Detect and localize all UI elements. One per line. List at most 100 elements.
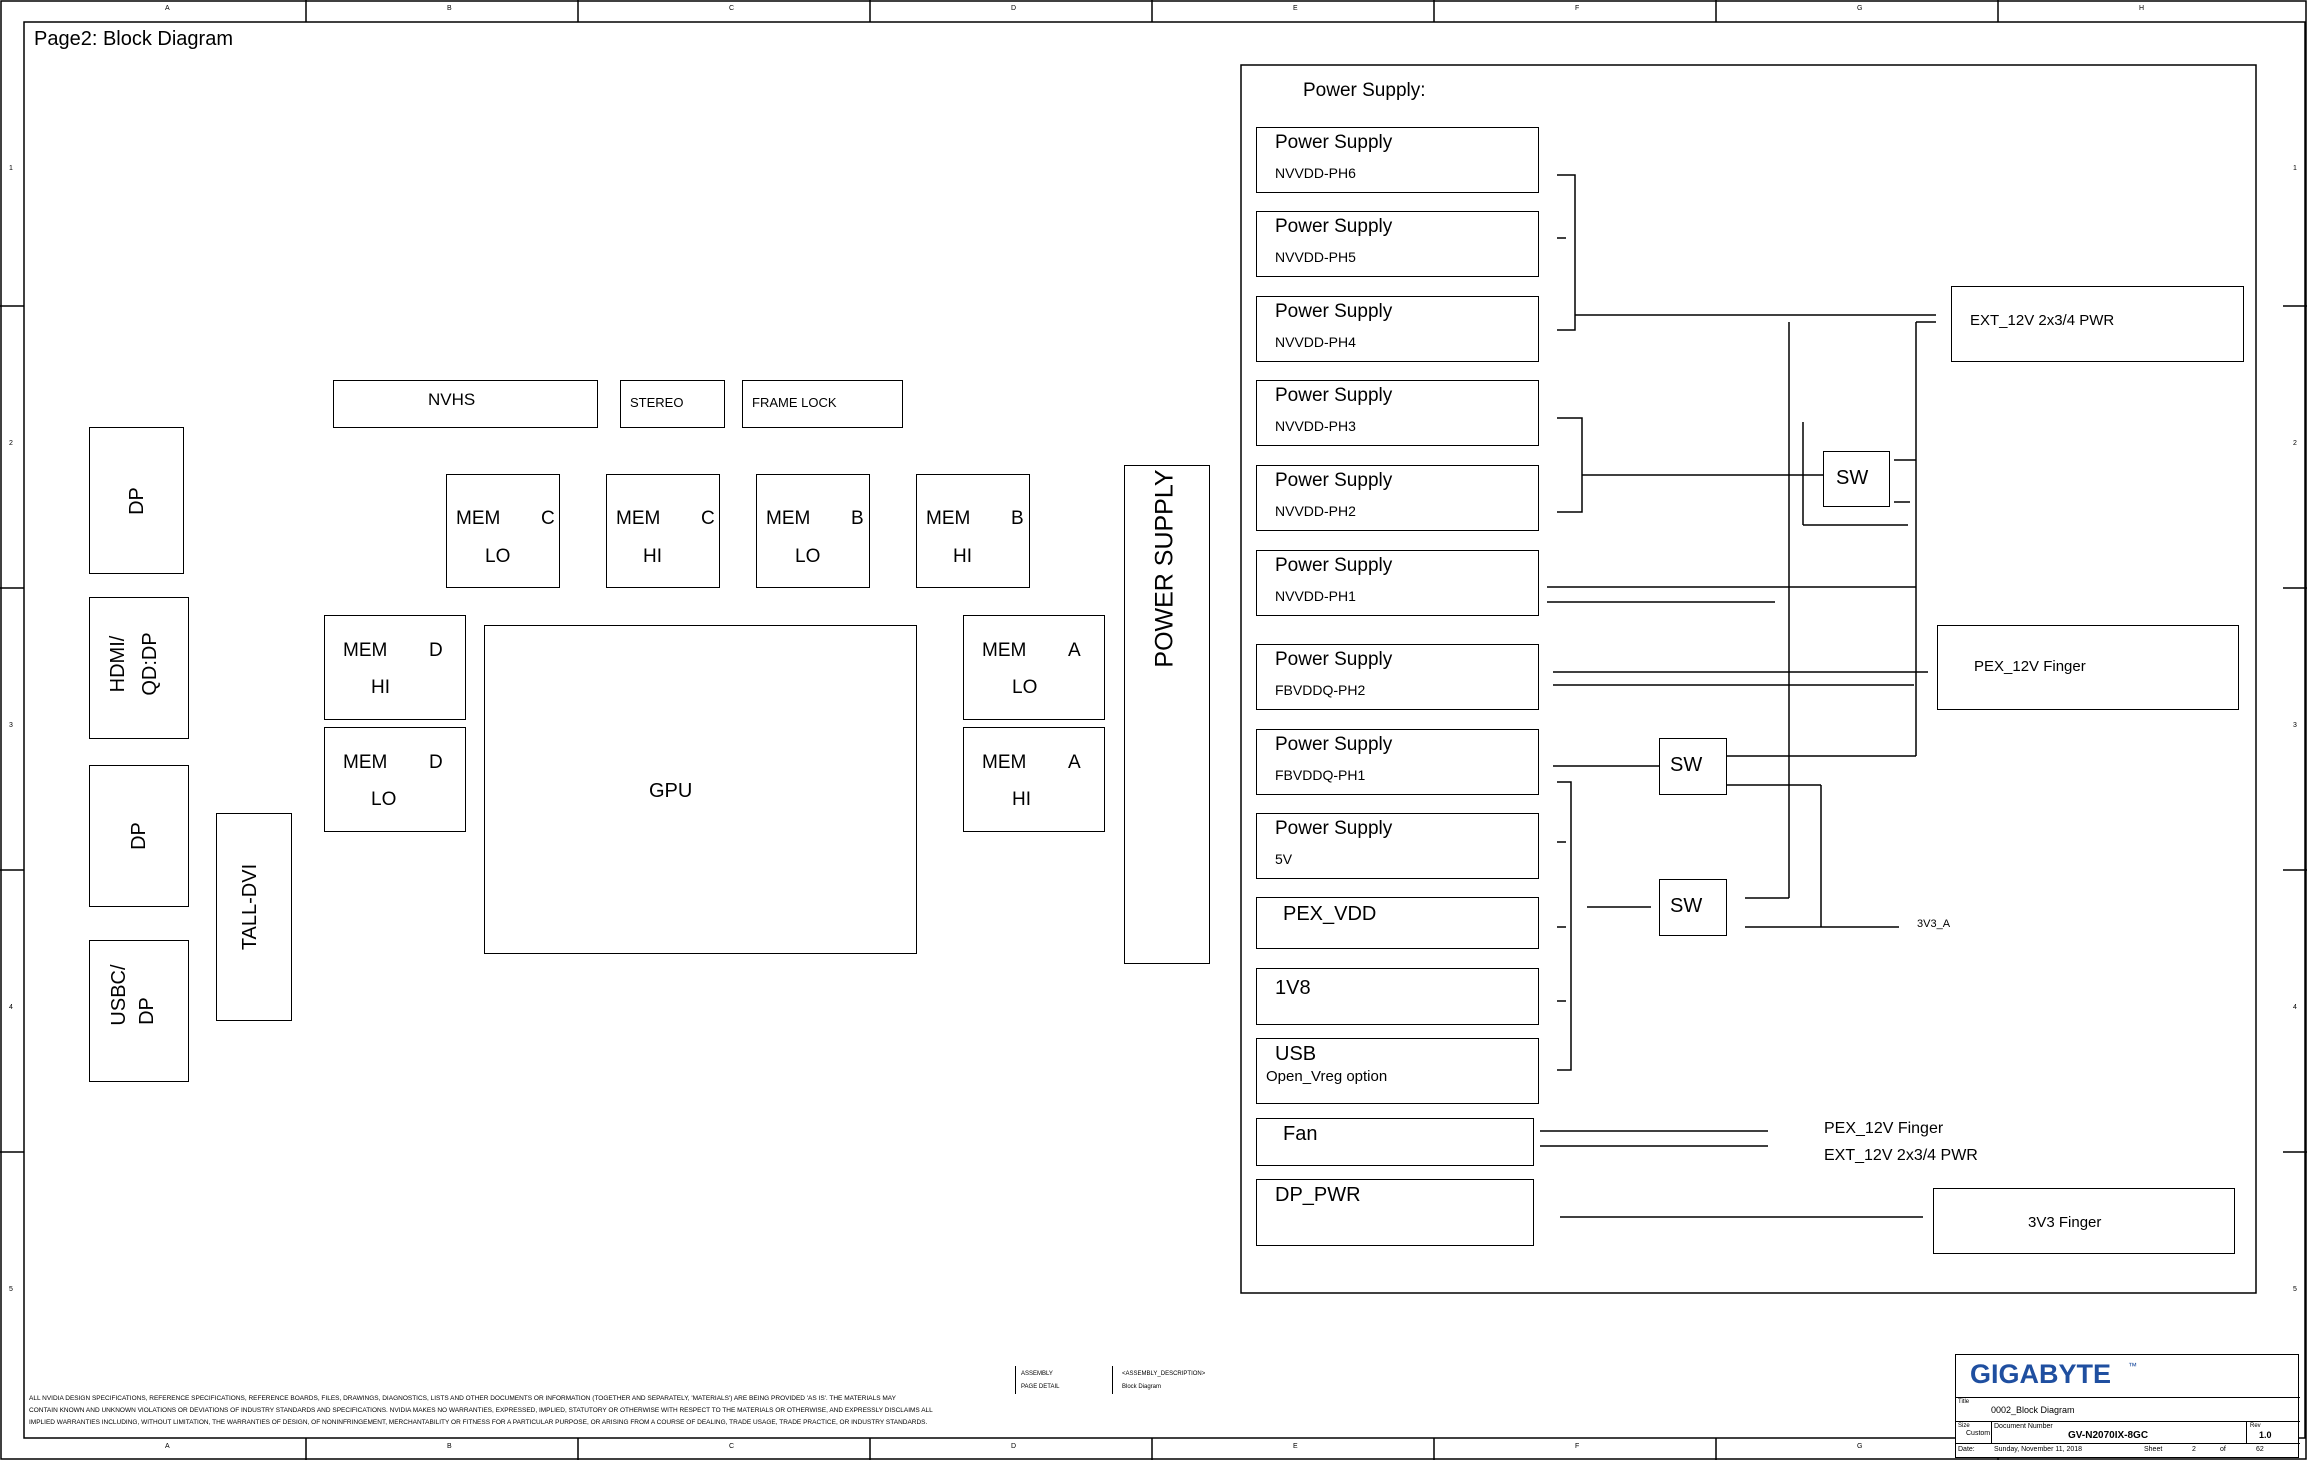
mem-part: HI	[643, 546, 662, 567]
row-label-5-left: 5	[9, 1286, 13, 1293]
date-value: Sunday, November 11, 2018	[1994, 1446, 2083, 1453]
assembly-label: ASSEMBLY	[1021, 1371, 1053, 1377]
connector-label-line1: USBC/	[108, 964, 130, 1026]
v3v3-finger-label: 3V3 Finger	[2028, 1214, 2102, 1231]
size-label: Size	[1958, 1423, 1970, 1429]
gigabyte-logo-tm: ™	[2128, 1361, 2137, 1371]
mem-label: MEM	[343, 640, 388, 661]
title-label: Title	[1958, 1399, 1970, 1405]
mem-label: MEM	[766, 508, 811, 529]
mem-b-hi-block: MEM B HI	[916, 474, 1030, 588]
title-block-rule-1	[1956, 1397, 2300, 1398]
ps-sub: FBVDDQ-PH1	[1275, 767, 1366, 783]
rev-value: 1.0	[2259, 1430, 2272, 1440]
title-block: GIGABYTE ™ Title 0002_Block Diagram Size…	[1955, 1354, 2300, 1458]
connector-label: DP	[126, 487, 148, 515]
gpu-block: GPU	[484, 625, 917, 954]
tall-dvi-connector: TALL-DVI	[216, 813, 292, 1021]
col-label-h-top: H	[2139, 5, 2145, 12]
mem-part: LO	[795, 546, 821, 567]
sw-block-2: SW	[1659, 738, 1727, 795]
ps-nvvdd-ph3: Power Supply NVVDD-PH3	[1256, 380, 1539, 446]
col-label-f-top: F	[1575, 5, 1580, 12]
ext-12v-label: EXT_12V 2x3/4 PWR	[1970, 312, 2115, 329]
col-label-c-bottom: C	[729, 1443, 735, 1450]
mem-label: MEM	[616, 508, 661, 529]
ps-5v: Power Supply 5V	[1256, 813, 1539, 879]
col-label-e-top: E	[1293, 5, 1298, 12]
mem-label: MEM	[456, 508, 501, 529]
mem-part: LO	[371, 789, 397, 810]
row-label-3-right: 3	[2293, 722, 2297, 729]
ps-sub: NVVDD-PH4	[1275, 334, 1356, 350]
mem-channel: C	[701, 508, 715, 529]
sw-label: SW	[1670, 895, 1703, 917]
rev-label: Rev	[2250, 1423, 2261, 1429]
frame-lock-label: FRAME LOCK	[752, 395, 837, 410]
col-label-a-top: A	[165, 5, 170, 12]
fan-label: Fan	[1283, 1123, 1318, 1145]
v1v8-block: 1V8	[1256, 968, 1539, 1025]
ps-nvvdd-ph5: Power Supply NVVDD-PH5	[1256, 211, 1539, 277]
mem-label: MEM	[926, 508, 971, 529]
mem-part: LO	[1012, 677, 1038, 698]
mem-a-lo-block: MEM A LO	[963, 615, 1105, 720]
gpu-label: GPU	[649, 780, 693, 802]
ps-nvvdd-ph4: Power Supply NVVDD-PH4	[1256, 296, 1539, 362]
mem-d-hi-block: MEM D HI	[324, 615, 466, 720]
ps-name: Power Supply	[1275, 132, 1393, 153]
mem-part: HI	[953, 546, 972, 567]
nvhs-block: NVHS	[333, 380, 598, 428]
row-label-4-right: 4	[2293, 1004, 2297, 1011]
row-label-2-right: 2	[2293, 440, 2297, 447]
sw-label: SW	[1670, 754, 1703, 776]
nvhs-label: NVHS	[428, 390, 476, 409]
power-panel-frame	[1240, 64, 2257, 1294]
sw-label: SW	[1836, 467, 1869, 489]
sheet-value: 2	[2192, 1446, 2196, 1453]
row-label-1-left: 1	[9, 165, 13, 172]
title-value: 0002_Block Diagram	[1991, 1405, 2075, 1415]
ps-fbvddq-ph2: Power Supply FBVDDQ-PH2	[1256, 644, 1539, 710]
size-value: Custom	[1966, 1430, 1991, 1437]
disclaimer-line-2: CONTAIN KNOWN AND UNKNOWN VIOLATIONS OR …	[29, 1407, 933, 1414]
row-label-4-left: 4	[9, 1004, 13, 1011]
pex-vdd-label: PEX_VDD	[1283, 903, 1377, 925]
title-block-col-2	[2246, 1421, 2247, 1443]
dp-connector-2: DP	[89, 765, 189, 907]
ps-sub: NVVDD-PH3	[1275, 418, 1356, 434]
stereo-block: STEREO	[620, 380, 725, 428]
row-label-3-left: 3	[9, 722, 13, 729]
docnum-label: Document Number	[1994, 1423, 2053, 1430]
col-label-d-bottom: D	[1011, 1443, 1017, 1450]
mem-part: LO	[485, 546, 511, 567]
gpu-power-supply-block: POWER SUPPLY	[1124, 465, 1210, 964]
connector-label-line2: DP	[136, 997, 158, 1025]
tall-dvi-label: TALL-DVI	[239, 863, 261, 951]
ps-fbvddq-ph1: Power Supply FBVDDQ-PH1	[1256, 729, 1539, 795]
page-detail-value: Block Diagram	[1122, 1384, 1162, 1390]
page-title: Page2: Block Diagram	[34, 28, 233, 50]
mem-channel: A	[1068, 752, 1081, 773]
row-label-2-left: 2	[9, 440, 13, 447]
sw-block-3: SW	[1659, 879, 1727, 936]
v3v3-a-label: 3V3_A	[1917, 918, 1951, 930]
col-label-c-top: C	[729, 5, 735, 12]
mem-b-lo-block: MEM B LO	[756, 474, 870, 588]
fan-source-label-2: EXT_12V 2x3/4 PWR	[1824, 1147, 1978, 1164]
row-label-1-right: 1	[2293, 165, 2297, 172]
page-detail-label: PAGE DETAIL	[1021, 1384, 1060, 1390]
ps-name: Power Supply	[1275, 555, 1393, 576]
pex-vdd-block: PEX_VDD	[1256, 897, 1539, 949]
usb-label: USB	[1275, 1043, 1317, 1065]
mem-channel: B	[851, 508, 864, 529]
fan-block: Fan	[1256, 1118, 1534, 1166]
disclaimer-line-1: ALL NVIDIA DESIGN SPECIFICATIONS, REFERE…	[29, 1395, 896, 1402]
title-block-rule-2	[1956, 1421, 2300, 1422]
col-label-a-bottom: A	[165, 1443, 170, 1450]
usb-block: USB Open_Vreg option	[1256, 1038, 1539, 1104]
dp-pwr-label: DP_PWR	[1275, 1184, 1361, 1206]
col-label-d-top: D	[1011, 5, 1017, 12]
